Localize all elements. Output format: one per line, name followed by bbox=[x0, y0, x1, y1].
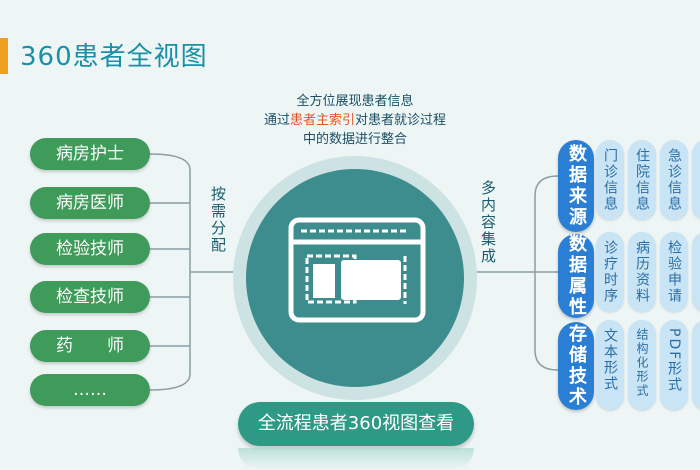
center-line-2-post: 对患者就诊过程 bbox=[355, 113, 447, 128]
center-line-2-highlight: 患者主索引 bbox=[289, 113, 355, 128]
item-structured-form: 结构化形式 bbox=[628, 320, 656, 410]
center-line-2-pre: 通过 bbox=[263, 113, 290, 128]
item-outpatient-info: 门诊信息 bbox=[596, 140, 624, 220]
page-title: 360患者全视图 bbox=[20, 42, 208, 72]
item-pdf-form: PDF形式 bbox=[660, 320, 688, 410]
center-description: 全方位展现患者信息 通过患者主索引对患者就诊过程 中的数据进行整合 bbox=[250, 92, 460, 149]
left-item-pharmacist: 药 师 bbox=[30, 330, 150, 362]
right-connector-label: 多内容集成 bbox=[479, 180, 497, 265]
left-item-physician: 病房医师 bbox=[30, 187, 150, 219]
center-line-3: 中的数据进行整合 bbox=[302, 132, 407, 147]
item-text-form: 文本形式 bbox=[596, 320, 624, 410]
item-image-form: 图片形式 bbox=[692, 320, 700, 410]
left-connector-label: 按需分配 bbox=[209, 186, 227, 254]
item-history-info: 既往 bbox=[692, 140, 700, 220]
left-item-exam-technician: 检查技师 bbox=[30, 281, 150, 313]
left-item-more: …… bbox=[30, 374, 150, 406]
item-exam-report: 检查 bbox=[692, 232, 700, 312]
category-storage-tech: 存储技术 bbox=[558, 322, 594, 410]
category-data-source: 数据来源 bbox=[558, 140, 594, 232]
item-lab-request: 检验申请 bbox=[660, 232, 688, 312]
item-treatment-timeline: 诊疗时序 bbox=[596, 232, 624, 312]
browser-window-icon bbox=[288, 217, 426, 323]
title-accent-bar bbox=[0, 38, 8, 74]
left-item-nurse: 病房护士 bbox=[30, 138, 150, 170]
center-line-1: 全方位展现患者信息 bbox=[296, 94, 414, 109]
view-360-button[interactable]: 全流程患者360视图查看 bbox=[238, 402, 474, 446]
button-reflection bbox=[238, 448, 474, 470]
item-medical-records: 病历资料 bbox=[628, 232, 656, 312]
category-data-attribute: 数据属性 bbox=[558, 234, 594, 318]
left-item-lab-technician: 检验技师 bbox=[30, 233, 150, 265]
item-emergency-info: 急诊信息 bbox=[660, 140, 688, 220]
center-line-2: 通过患者主索引对患者就诊过程 bbox=[250, 111, 460, 130]
item-inpatient-info: 住院信息 bbox=[628, 140, 656, 220]
